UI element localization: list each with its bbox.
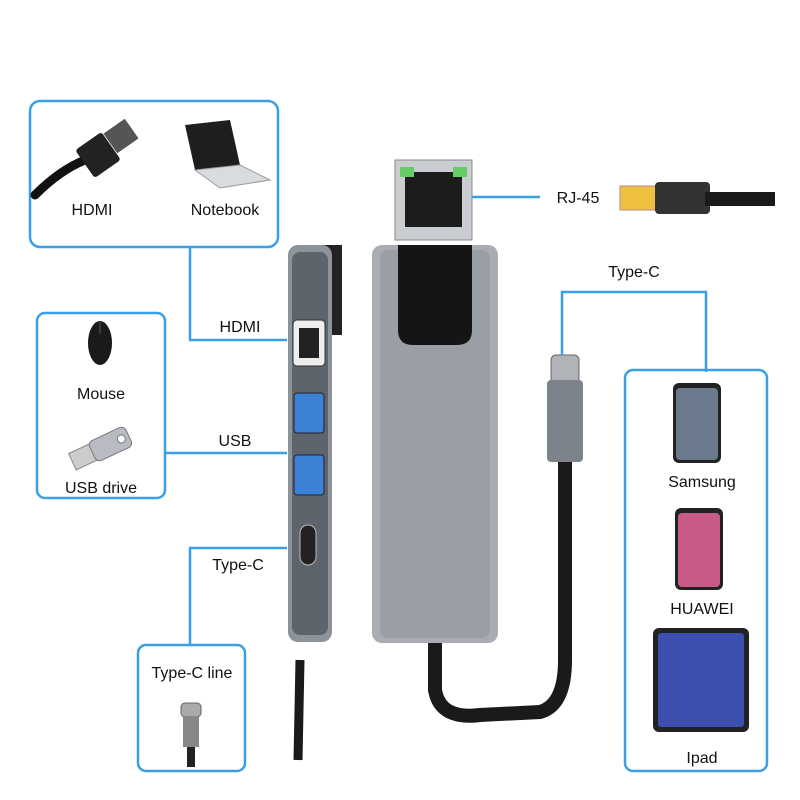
usb-drive-label: USB drive bbox=[65, 480, 137, 497]
hdmi-device-label: HDMI bbox=[72, 202, 113, 219]
hub-side-bar bbox=[288, 245, 342, 761]
usb-port-2 bbox=[293, 454, 325, 496]
typec-port bbox=[299, 524, 317, 566]
hdmi-port-label: HDMI bbox=[220, 319, 261, 336]
samsung-phone-icon bbox=[673, 383, 721, 463]
notebook-icon bbox=[185, 120, 272, 189]
typec-port-label: Type-C bbox=[212, 557, 264, 574]
typec-plug-line bbox=[560, 290, 708, 372]
mouse-icon bbox=[88, 321, 112, 365]
typec-line-label: Type-C line bbox=[152, 665, 233, 682]
ethernet-cable-icon bbox=[619, 182, 775, 214]
samsung-label: Samsung bbox=[668, 474, 736, 491]
ipad-label: Ipad bbox=[686, 750, 717, 767]
rj45-port bbox=[394, 159, 473, 241]
typec-plug-icon bbox=[180, 702, 202, 767]
huawei-label: HUAWEI bbox=[670, 601, 733, 618]
huawei-phone-icon bbox=[675, 508, 723, 590]
hdmi-notebook-box bbox=[28, 99, 280, 249]
typec-port-line bbox=[188, 546, 287, 645]
usb-drive-icon bbox=[67, 426, 133, 471]
usb-port-1 bbox=[293, 392, 325, 434]
notebook-label: Notebook bbox=[191, 202, 260, 219]
hdmi-cable-icon bbox=[30, 118, 139, 200]
ipad-icon bbox=[653, 628, 749, 732]
mouse-usb-box bbox=[35, 311, 167, 500]
usb-port-label: USB bbox=[219, 433, 252, 450]
mouse-label: Mouse bbox=[77, 386, 125, 403]
typec-cable-plug bbox=[547, 354, 583, 462]
rj45-label: RJ-45 bbox=[557, 190, 600, 207]
devices-box bbox=[623, 368, 769, 773]
hdmi-connector-line bbox=[188, 247, 287, 342]
typec-plug-label: Type-C bbox=[608, 264, 660, 281]
hub-main-body bbox=[372, 245, 572, 723]
typec-line-box bbox=[136, 643, 247, 773]
